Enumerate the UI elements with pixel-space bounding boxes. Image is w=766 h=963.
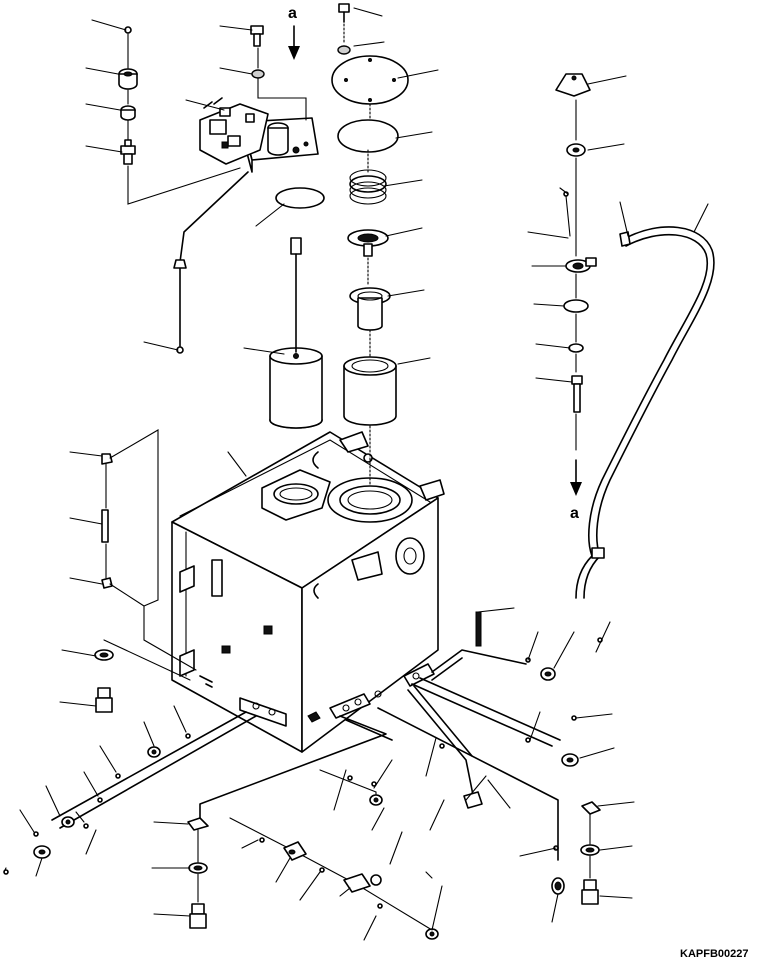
plug-lower-left bbox=[189, 903, 207, 929]
bracket-left-lower bbox=[179, 649, 195, 677]
drain-plug-left bbox=[95, 687, 113, 713]
breather-cap bbox=[555, 73, 591, 97]
drain-pipe-right-lower bbox=[377, 707, 559, 861]
level-window bbox=[211, 559, 223, 597]
level-gauge-rod bbox=[475, 611, 482, 647]
adapter-left bbox=[120, 139, 136, 165]
return-filter-cover bbox=[331, 55, 409, 105]
drain-valve-small bbox=[307, 711, 321, 723]
drain-nut-left bbox=[33, 845, 51, 859]
arrow-top-head bbox=[288, 46, 300, 60]
plug-far-right bbox=[581, 879, 599, 905]
return-port-flange bbox=[327, 477, 413, 523]
oring-g bbox=[259, 837, 265, 843]
return-filter-valve bbox=[347, 229, 389, 257]
oring-m bbox=[439, 743, 445, 749]
clip-side bbox=[313, 583, 319, 599]
sight-gauge bbox=[395, 537, 425, 575]
sensor-bracket bbox=[351, 551, 383, 581]
elbow-far-right bbox=[540, 667, 556, 681]
gasket-under-valve bbox=[275, 187, 325, 209]
elbow-right-upper bbox=[561, 753, 579, 767]
cover-washer bbox=[337, 45, 351, 55]
breather-hose bbox=[575, 226, 715, 599]
return-filter-element bbox=[343, 356, 397, 426]
breather-bolt bbox=[571, 375, 583, 413]
suction-strainer bbox=[269, 347, 323, 429]
suction-port-flange bbox=[261, 469, 331, 521]
elbow-left-1 bbox=[147, 746, 161, 758]
cover-bolt bbox=[338, 3, 350, 23]
oring-b bbox=[115, 773, 121, 779]
return-filter-spring bbox=[349, 169, 387, 205]
tee-center bbox=[369, 794, 383, 806]
oring-n bbox=[525, 737, 531, 743]
oring-j bbox=[347, 775, 353, 781]
oring-o bbox=[571, 715, 577, 721]
drain-pipe-right-mid bbox=[407, 685, 475, 801]
spacer-left bbox=[120, 105, 136, 121]
pipe-lower-long bbox=[229, 817, 433, 931]
nut-right-lower bbox=[551, 877, 565, 895]
valve-washer bbox=[251, 69, 265, 79]
plug-square-1 bbox=[263, 625, 273, 635]
mount-plate-right bbox=[403, 663, 435, 687]
pilot-valve-assembly bbox=[199, 97, 319, 173]
clip-far-right bbox=[581, 801, 601, 815]
mount-plate-mid bbox=[329, 693, 371, 719]
leader-lines bbox=[3, 7, 709, 941]
washer-left-mid bbox=[94, 649, 114, 661]
oring-a bbox=[185, 733, 191, 739]
return-filter-bypass bbox=[349, 287, 391, 331]
pipe-center-b bbox=[319, 769, 377, 801]
adapter-lower-1 bbox=[283, 841, 307, 861]
breather-nut bbox=[566, 143, 586, 157]
view-marker-bottom: a bbox=[570, 505, 579, 522]
drain-pipe-right-upper bbox=[411, 677, 561, 747]
plug-square-2 bbox=[221, 645, 231, 654]
drain-pipe-left bbox=[51, 711, 257, 829]
nut-left bbox=[118, 68, 138, 90]
pilot-line bbox=[179, 171, 249, 347]
tank-bracket-top bbox=[339, 431, 369, 453]
hook-clip bbox=[312, 451, 319, 469]
drain-port bbox=[374, 690, 382, 698]
elbow-left-2 bbox=[61, 816, 75, 828]
drain-pipe-far-right bbox=[431, 649, 527, 681]
breather-fitting bbox=[565, 257, 597, 273]
pilot-line-nut bbox=[173, 259, 187, 269]
breather-washer-large bbox=[563, 299, 589, 313]
tee-right-mid bbox=[463, 791, 483, 809]
breather-oring bbox=[568, 343, 584, 353]
oring-e bbox=[83, 823, 89, 829]
valve-bolt bbox=[250, 25, 264, 47]
strainer-rod bbox=[290, 237, 302, 353]
fitting-top bbox=[363, 453, 373, 463]
mount-plate-front bbox=[239, 697, 287, 727]
clamp-lower bbox=[101, 577, 113, 589]
oring-i bbox=[377, 903, 383, 909]
clip-lower-left bbox=[187, 817, 209, 831]
drawing-code: KAPFB00227 bbox=[680, 948, 748, 960]
oring-h bbox=[319, 867, 325, 873]
oring-c bbox=[97, 797, 103, 803]
washer-far-right bbox=[580, 844, 600, 856]
return-filter-gasket bbox=[337, 119, 399, 153]
marks bbox=[199, 675, 213, 688]
sight-tube bbox=[101, 509, 109, 543]
arrow-bottom-head bbox=[570, 482, 582, 496]
tank-bracket-right bbox=[419, 479, 445, 501]
breather-screw bbox=[565, 195, 571, 237]
washer-lower-left bbox=[188, 862, 208, 874]
drain-pipe-center bbox=[199, 715, 393, 825]
bracket-left-upper bbox=[179, 565, 195, 593]
adapter-lower-2 bbox=[343, 873, 382, 893]
clamp-upper bbox=[101, 453, 113, 465]
oring-d bbox=[33, 831, 39, 837]
view-marker-top: a bbox=[288, 5, 297, 22]
